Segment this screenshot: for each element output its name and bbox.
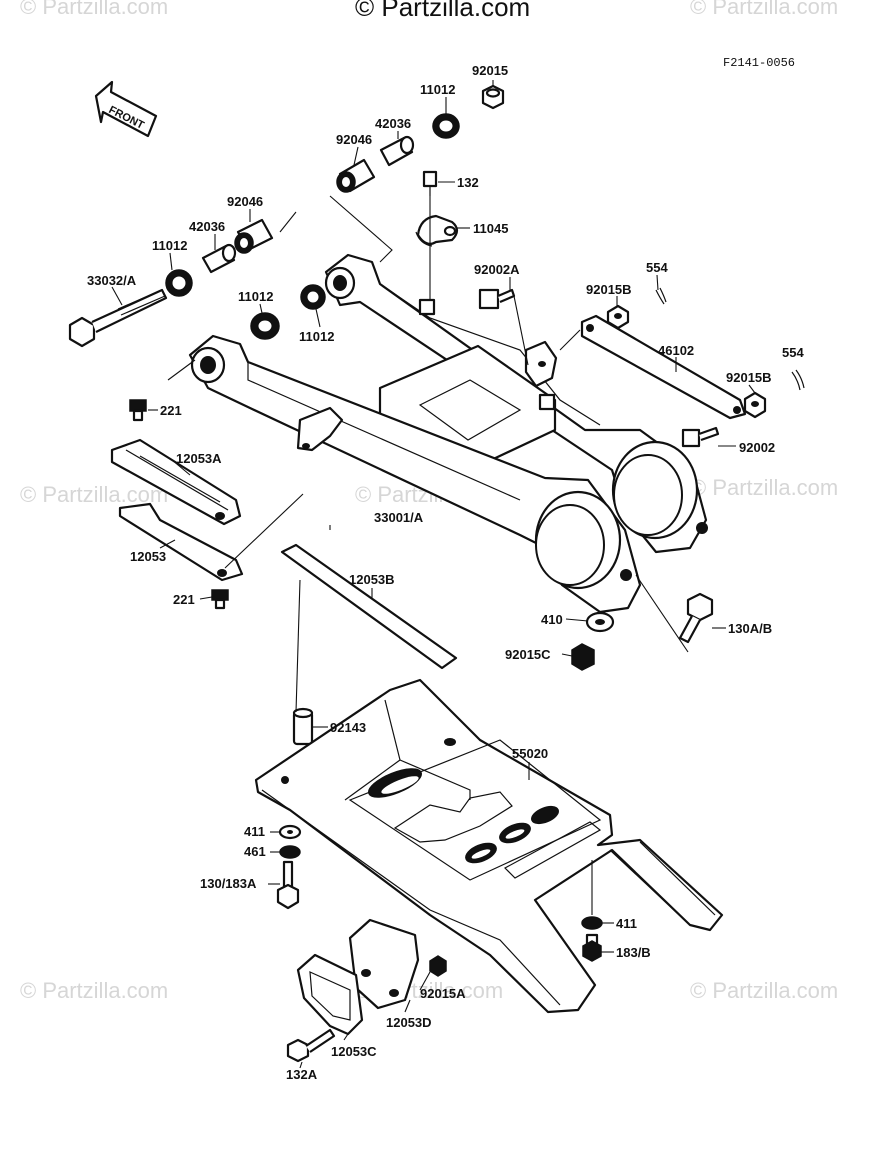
label-221-bottom: 221 [173, 592, 195, 607]
label-132: 132 [457, 175, 479, 190]
bolt-221-bottom [211, 589, 229, 610]
bolt-92002A [478, 288, 516, 310]
label-92046-top: 92046 [336, 132, 372, 147]
label-92015A: 92015A [420, 986, 466, 1001]
label-92002: 92002 [739, 440, 775, 455]
bolt-130AB [678, 592, 714, 644]
label-411-right: 411 [616, 916, 637, 931]
watermark: © Partzilla.com [20, 0, 168, 19]
front-arrow-icon: FRONT [94, 80, 158, 138]
nut-92015B-right [743, 391, 767, 419]
swingarm-33001A [188, 253, 708, 614]
label-461: 461 [244, 844, 266, 859]
label-92015: 92015 [472, 63, 508, 78]
pad-12053B [280, 543, 458, 670]
label-554-right: 554 [782, 345, 804, 360]
nut-92015 [481, 84, 505, 110]
collar-42036-left [201, 243, 237, 274]
label-11012-left: 11012 [152, 238, 187, 253]
chain-guide-12053 [118, 502, 244, 582]
label-92002A: 92002A [474, 262, 520, 277]
nut-92015A [429, 955, 447, 977]
skid-plate-55020 [254, 678, 724, 1014]
label-12053D: 12053D [386, 1015, 432, 1030]
label-92015B-top: 92015B [586, 282, 632, 297]
nut-92015C [571, 643, 595, 671]
bearing-92046-top [336, 158, 376, 193]
label-33001A: 33001/A [374, 510, 424, 525]
watermark: © Partzilla.com [690, 0, 838, 19]
seal-11012-right [300, 284, 326, 310]
label-11012-right: 11012 [299, 329, 334, 344]
seal-11012-top [432, 113, 460, 139]
label-42036-top: 42036 [375, 116, 411, 131]
bracket-11045 [415, 214, 459, 247]
leader-lines [111, 80, 756, 1069]
label-92143: 92143 [330, 720, 366, 735]
pivot-bolt-33032A [68, 288, 168, 348]
bolt-132 [422, 170, 438, 196]
bearing-92046-left [234, 218, 274, 254]
label-12053: 12053 [130, 549, 166, 564]
label-55020: 55020 [512, 746, 548, 761]
bolt-92002 [681, 426, 720, 448]
watermark: © Partzilla.com [690, 978, 838, 1003]
label-411-left: 411 [244, 824, 265, 839]
collar-92143 [292, 707, 314, 746]
label-221-top: 221 [160, 403, 182, 418]
watermark: © Partzilla.com [690, 475, 838, 500]
washer-410 [585, 611, 615, 633]
washer-411-left [278, 824, 302, 840]
label-130AB: 130A/B [728, 621, 772, 636]
bolt-132A [286, 1028, 336, 1063]
cotter-pin-554-top [655, 287, 667, 305]
washer-411-right [581, 916, 603, 930]
chain-guide-12053A [110, 438, 242, 526]
label-183B: 183/B [616, 945, 651, 960]
seal-11012-left [165, 269, 193, 297]
bolt-221-top [129, 399, 147, 422]
seal-11012-mid [250, 312, 280, 340]
label-11012-mid: 11012 [238, 289, 273, 304]
guide-12053D [348, 918, 420, 1010]
label-410: 410 [541, 612, 563, 627]
washer-461 [279, 845, 301, 859]
top-watermark: © Partzilla.com [355, 0, 530, 22]
label-92015C: 92015C [505, 647, 551, 662]
label-12053A: 12053A [176, 451, 222, 466]
label-12053C: 12053C [331, 1044, 377, 1059]
label-92015B-right: 92015B [726, 370, 772, 385]
label-132A: 132A [286, 1067, 318, 1082]
label-11012-top: 11012 [420, 82, 455, 97]
label-12053B: 12053B [349, 572, 395, 587]
part-labels: 92015 11012 42036 92046 132 11045 92046 … [87, 63, 804, 1082]
label-130-183A: 130/183A [200, 876, 257, 891]
bolt-130-183A [276, 860, 300, 910]
collar-42036-top [379, 135, 415, 167]
torque-link-46102 [580, 314, 747, 420]
label-554-top: 554 [646, 260, 668, 275]
cotter-pin-554-right [791, 369, 805, 391]
label-42036-left: 42036 [189, 219, 225, 234]
bolt-183B [582, 933, 602, 962]
label-33032A: 33032/A [87, 273, 137, 288]
label-92046-left: 92046 [227, 194, 263, 209]
label-46102: 46102 [658, 343, 694, 358]
label-11045: 11045 [473, 221, 508, 236]
diagram-code: F2141-0056 [723, 56, 795, 70]
guide-12053C [296, 953, 364, 1036]
watermark: © Partzilla.com [20, 482, 168, 507]
watermark: © Partzilla.com [20, 978, 168, 1003]
